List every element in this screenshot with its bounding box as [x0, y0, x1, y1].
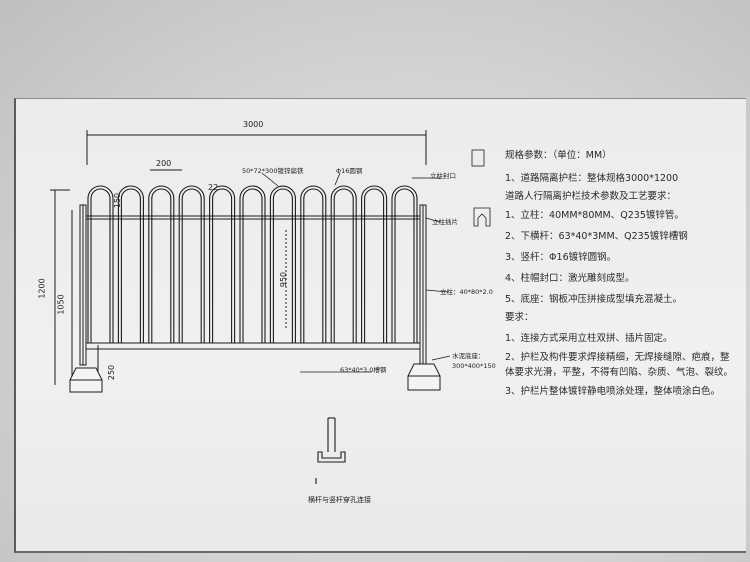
- dim-label-22: 22: [208, 183, 219, 192]
- vertical-bar-arches: [87, 185, 418, 343]
- req-title: 要求：: [505, 312, 534, 323]
- post-cap-label: 立柱封口: [430, 172, 456, 180]
- base-title-label: 水泥底座：: [452, 352, 485, 360]
- dim-label-950: 950: [279, 271, 289, 288]
- right-concrete-base: [407, 363, 441, 391]
- spec-panel: 规格参数：（单位：MM） 1、道路隔离护栏：整体规格3000*1200 道路人行…: [505, 148, 750, 399]
- arch-bar: [209, 185, 236, 343]
- arch-bar-inner: [272, 188, 293, 343]
- req-item-3: 3、护栏片整体镀锌静电喷涂处理，整体喷涂白色。: [505, 386, 721, 397]
- channel-label: 63*40*3.0槽钢: [340, 366, 387, 374]
- arch-bar: [330, 185, 357, 343]
- spec-item-1: 1、道路隔离护栏：整体规格3000*1200: [505, 173, 679, 184]
- arch-bar: [148, 185, 175, 343]
- arch-bar: [239, 185, 266, 343]
- top-bar-label: 50*72*300镀锌扁铁: [242, 167, 304, 175]
- post-insert-label: 立柱插片: [432, 218, 458, 226]
- round-steel-label: Φ16圆钢: [336, 167, 363, 175]
- dim-label-200: 200: [156, 159, 172, 168]
- drawing-sheet: [14, 98, 746, 553]
- spec-param-5: 5、底座：钢板冲压拼接成型填充混凝土。: [505, 294, 683, 305]
- arch-bar-inner: [333, 188, 354, 343]
- post-cap-detail-icon: [471, 149, 485, 167]
- arch-bar-inner: [151, 188, 172, 343]
- bottom-channel-rail: [85, 342, 421, 350]
- arch-bar: [117, 185, 144, 343]
- base-size-label: 300*400*150: [452, 362, 496, 370]
- dim-label-3000: 3000: [243, 120, 264, 129]
- spec-subtitle: 道路人行隔离护栏技术参数及工艺要求：: [505, 191, 677, 202]
- post-insert-detail-icon: [473, 207, 491, 227]
- arch-bar: [361, 185, 388, 343]
- req-item-2: 2、护栏及构件要求焊接精细，无焊接缝隙、疤痕，整体要求光滑，平整，不得有凹陷、杂…: [505, 352, 734, 378]
- spec-param-4: 4、柱帽封口：激光雕刻成型。: [505, 273, 635, 284]
- dim-label-1050: 1050: [56, 294, 66, 315]
- arch-bar-inner: [242, 188, 263, 343]
- spec-param-1: 1、立柱：40MM*80MM、Q235镀锌管。: [505, 210, 684, 221]
- req-item-1: 1、连接方式采用立柱双拼、插片固定。: [505, 333, 673, 344]
- dim-label-1200: 1200: [37, 278, 47, 299]
- arch-bar-inner: [212, 188, 233, 343]
- arch-bar: [269, 185, 296, 343]
- dim-label-250: 250: [107, 364, 117, 381]
- connection-detail: [315, 417, 346, 484]
- arch-bar: [300, 185, 327, 343]
- arch-bar-inner: [394, 188, 415, 343]
- arch-bar-inner: [90, 188, 111, 343]
- arch-bar-inner: [181, 188, 202, 343]
- arch-bar-inner: [303, 188, 324, 343]
- spec-title: 规格参数：（单位：MM）: [505, 150, 612, 161]
- arch-bar: [391, 185, 418, 343]
- post-label: 立柱：40*80*2.0: [440, 288, 493, 296]
- arch-bar: [178, 185, 205, 343]
- spec-param-2: 2、下横杆：63*40*3MM、Q235镀锌槽钢: [505, 231, 688, 242]
- arch-bar: [87, 185, 114, 343]
- dim-label-150: 150: [113, 192, 123, 209]
- connection-label: 横杆与竖杆穿孔连接: [308, 496, 371, 504]
- arch-bar-inner: [364, 188, 385, 343]
- arch-bar-inner: [120, 188, 141, 343]
- spec-param-3: 3、竖杆：Φ16镀锌圆钢。: [505, 252, 617, 263]
